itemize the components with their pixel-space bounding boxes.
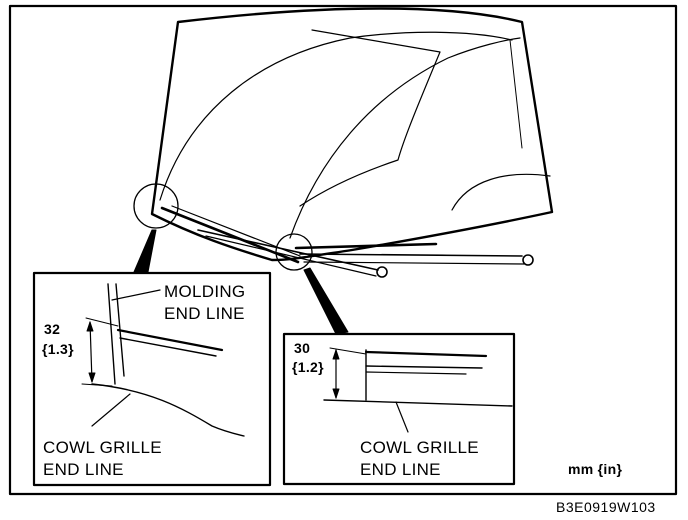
- left-dim-ext-top: [85, 317, 119, 327]
- wipe-pattern-upper: [299, 29, 441, 207]
- right-cowl-label-line1: COWL GRILLE: [360, 438, 479, 457]
- figure-code: B3E0919W103: [556, 499, 656, 515]
- left-detail-box: [32, 271, 272, 487]
- left-callout-pointer: [133, 229, 157, 273]
- right-cowl-label-leader: [395, 401, 409, 433]
- windshield-outline: [150, 7, 554, 262]
- left-dimension-in: {1.3}: [42, 341, 74, 357]
- left-cowl-curve: [91, 383, 245, 437]
- right-cowl-line: [323, 399, 513, 407]
- left-wiper-arm-lower: [205, 235, 377, 277]
- right-molding-strip-2: [365, 365, 483, 369]
- right-dimension-in: {1.2}: [292, 359, 324, 375]
- molding-label-line2: END LINE: [164, 304, 245, 323]
- wipe-pattern-lower: [451, 173, 551, 211]
- right-detail-circle: [275, 233, 313, 271]
- left-dim-arrow-top: [86, 321, 94, 332]
- left-dim-arrow-bottom: [88, 372, 96, 383]
- left-dimension-mm: 32: [44, 321, 61, 337]
- right-arm-pivot: [522, 254, 534, 266]
- right-wiper-sweep-arc: [289, 37, 521, 239]
- left-arm-pivot: [376, 266, 388, 278]
- left-cowl-label-line1: COWL GRILLE: [43, 438, 162, 457]
- molding-label-leader: [111, 289, 161, 301]
- left-wiper-sweep-arc: [159, 31, 513, 201]
- unit-label: mm {in}: [568, 461, 623, 477]
- molding-label-line1: MOLDING: [164, 282, 246, 301]
- right-dim-ext-top: [329, 347, 367, 355]
- molding-edge-line-1: [107, 283, 116, 385]
- right-cowl-label-line2: END LINE: [360, 460, 441, 479]
- left-wiper-arm: [197, 229, 379, 271]
- right-wiper-blade: [294, 242, 438, 250]
- left-molding-strip: [116, 328, 224, 352]
- left-cowl-label-line2: END LINE: [43, 460, 124, 479]
- left-dim-ext-bottom: [81, 383, 113, 387]
- left-cowl-label-leader: [91, 393, 131, 427]
- left-detail-circle: [133, 183, 179, 229]
- glass-inner-edge: [509, 39, 523, 149]
- left-wiper-blade: [160, 206, 300, 264]
- right-dim-arrow-top: [332, 349, 340, 360]
- right-callout-pointer: [303, 267, 349, 335]
- right-detail-box: [282, 332, 516, 486]
- figure-border: [8, 4, 678, 496]
- right-molding-strip-3: [365, 371, 467, 375]
- left-dim-line: [89, 321, 93, 383]
- right-wiper-arm: [299, 253, 523, 257]
- right-dimension-mm: 30: [294, 340, 311, 356]
- right-wiper-arm-lower: [303, 261, 525, 265]
- right-dim-arrow-bottom: [332, 388, 340, 399]
- left-molding-strip-2: [119, 337, 217, 357]
- right-molding-strip: [364, 350, 488, 358]
